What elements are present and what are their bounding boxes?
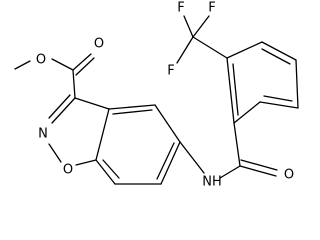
bond-c4-c5 xyxy=(154,104,181,143)
atom-f1: F xyxy=(177,1,184,16)
bond-c3-n-double xyxy=(48,94,71,119)
atom-o-amide: O xyxy=(284,168,294,183)
bond-c-f1 xyxy=(183,15,194,38)
bond-ring-c4-c5 xyxy=(261,41,297,61)
bond-n-o xyxy=(48,143,62,163)
bond-ring-c6-c1 xyxy=(226,57,235,124)
bond-ring-c5-c6 xyxy=(226,41,263,59)
bond-ester-c3 xyxy=(72,69,76,99)
bond-c6-nh xyxy=(179,141,205,174)
bond-ring-c2-c3 xyxy=(259,101,299,109)
bond-c5-c6-double xyxy=(156,142,175,180)
bond-methyl-o xyxy=(14,60,31,70)
atom-o-ring: O xyxy=(63,163,73,178)
bond-amide-ring xyxy=(233,122,241,167)
atom-nh: NH xyxy=(202,175,222,190)
bond-c-f2 xyxy=(192,15,210,38)
atom-n-ring: N xyxy=(38,127,48,142)
bond-c5-c6 xyxy=(160,141,181,185)
bond-c-o-carbonyl-double xyxy=(75,57,95,76)
atom-o-ester: O xyxy=(36,53,46,68)
bond-c-o-carbonyl xyxy=(72,53,92,71)
bond-c3-n xyxy=(51,97,76,124)
chemical-structure: O O N O F F F NH O xyxy=(14,1,299,190)
bond-ring-c4-c5-double xyxy=(261,48,291,65)
atom-f3: F xyxy=(167,64,174,79)
bond-ring-c2-c3-double xyxy=(263,95,293,102)
bond-c3-c3a xyxy=(74,97,110,110)
bond-c-o-amide xyxy=(239,165,277,177)
bond-c7-c7a-double xyxy=(102,159,120,179)
structure-canvas: O O N O F F F NH O xyxy=(14,1,299,190)
bond-o-c-ester xyxy=(51,58,74,71)
atom-f2: F xyxy=(208,1,215,16)
atom-o-carbonyl: O xyxy=(94,37,104,52)
bond-nh-c-amide xyxy=(219,165,241,179)
bond-c3a-c4-double xyxy=(112,109,153,115)
bond-ring-c3-c4 xyxy=(295,59,299,109)
bond-c-f3 xyxy=(176,36,194,64)
bond-c-o-amide-double xyxy=(240,159,278,171)
bond-c3a-c7a xyxy=(95,108,110,161)
bond-c7-c7a xyxy=(95,159,116,185)
bond-ring-c1-c2 xyxy=(233,101,261,124)
bond-o-c7a xyxy=(75,159,97,166)
bond-c3a-c4 xyxy=(108,104,156,110)
bond-ring-cf3 xyxy=(192,36,228,59)
bond-ring-c6-c1-double xyxy=(232,63,239,116)
